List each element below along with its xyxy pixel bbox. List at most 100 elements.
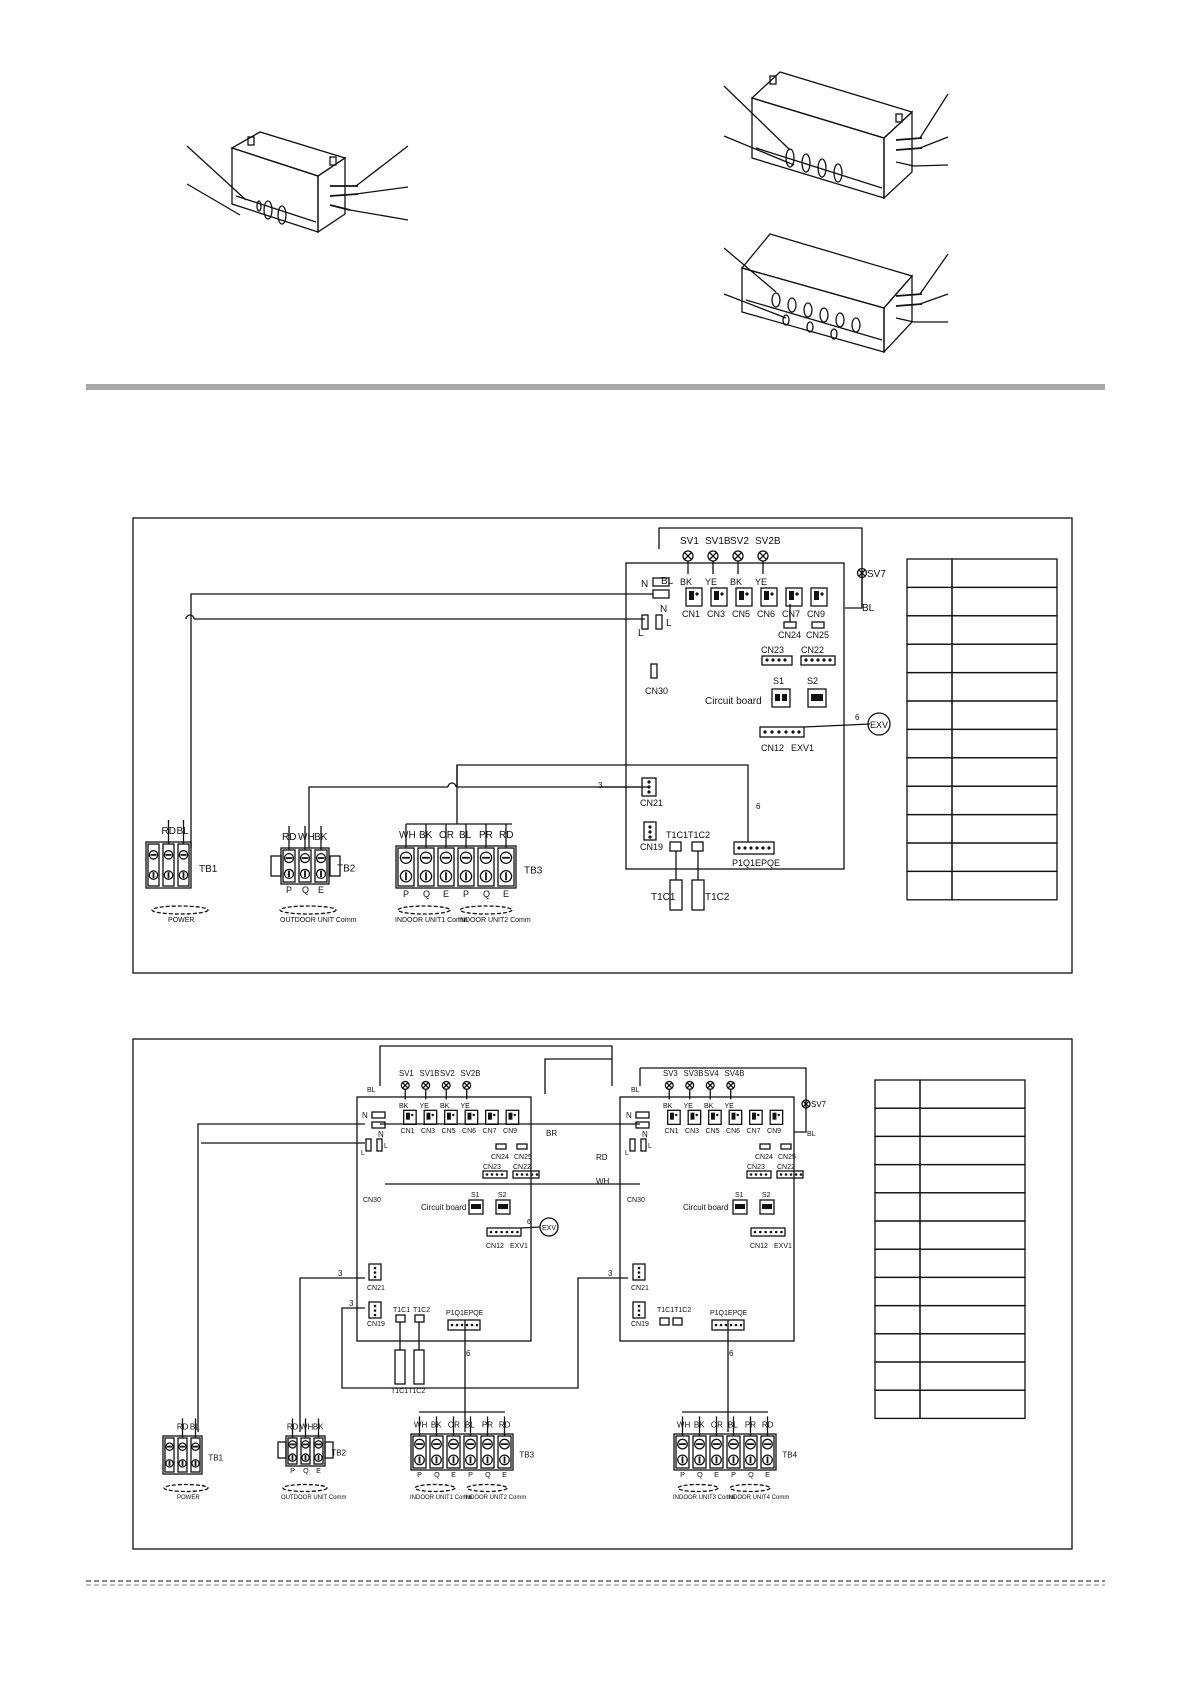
board-a-t1c2-sensor	[413, 1349, 425, 1385]
board-b-cn21	[632, 1263, 646, 1281]
s1-label: S1	[773, 676, 784, 686]
board-a-bl-label: BL	[367, 1087, 376, 1094]
board-b-l-terminal	[629, 1138, 636, 1152]
section-divider	[86, 384, 1105, 390]
board-b-cn23	[746, 1170, 772, 1179]
legend2-cell-a-10	[874, 1361, 921, 1391]
cn22-label: CN22	[801, 645, 824, 655]
wire-color-wh: WH	[414, 1421, 428, 1430]
legend1-cell-a-10	[906, 842, 953, 873]
board-a-cn24	[495, 1143, 507, 1150]
t1c1-connector	[669, 841, 682, 852]
diagram-frame-2	[132, 1038, 1073, 1550]
wire-color-rd: RD	[287, 1423, 299, 1432]
circuit-board-a-outline	[356, 1096, 532, 1342]
connector-cn3	[687, 1109, 702, 1126]
indoor1-cable-mark-2	[414, 1483, 456, 1493]
legend2-cell-b-10	[919, 1361, 1026, 1391]
tb4-caption-1: INDOOR UNIT3 Comm	[673, 1495, 735, 1501]
board-b-n-label-2: N	[642, 1130, 648, 1139]
connector-label-cn5: CN5	[732, 609, 750, 619]
legend2-cell-a-0	[874, 1079, 921, 1109]
valve-wire-sv2: BK	[730, 577, 742, 587]
terminal-block-tb3	[395, 845, 517, 889]
valve-label-sv2b: SV2B	[755, 536, 781, 547]
legend1-cell-a-11	[906, 870, 953, 901]
legend2-cell-a-4	[874, 1192, 921, 1222]
legend1-cell-b-8	[951, 785, 1058, 816]
board-a-t1c-sensor-label: T1C1T1C2	[391, 1388, 425, 1395]
cn25-label: CN25	[806, 630, 829, 640]
valve-label-sv3: SV3	[663, 1069, 678, 1078]
board-b-cn25-label: CN25	[778, 1154, 796, 1161]
board-a-l-terminal	[365, 1138, 372, 1152]
legend1-cell-a-9	[906, 813, 953, 844]
terminal-label-tb1: TB1	[199, 864, 218, 875]
tb3-caption-2-2: INDOOR UNIT2 Comm	[464, 1495, 526, 1501]
board-b-bl-label: BL	[631, 1087, 640, 1094]
board-b-s2	[759, 1199, 775, 1215]
n-terminal	[652, 577, 670, 587]
exv1-label: EXV1	[791, 743, 814, 753]
board-b-n-terminal	[635, 1111, 650, 1119]
cn22-connector	[800, 655, 836, 666]
board-a-l-label-2: L	[384, 1143, 388, 1150]
board-a-cn19-label: CN19	[367, 1321, 385, 1328]
board-b-t1c-label: T1C1T1C2	[657, 1307, 691, 1314]
board-b-cn21-label: CN21	[631, 1285, 649, 1292]
cn12-connector	[759, 726, 805, 738]
terminal-q: Q	[303, 1466, 309, 1475]
terminal-block-tb1	[145, 841, 192, 889]
wire-color-rd: RD	[499, 830, 513, 841]
terminal-p: P	[680, 1470, 685, 1479]
board-a-n-terminal	[371, 1111, 386, 1119]
p1q1epqe-connector	[733, 841, 775, 855]
cn30-connector	[650, 663, 658, 679]
connector-label-cn3: CN3	[421, 1128, 435, 1135]
board-a-s1	[468, 1199, 484, 1215]
valve-wire-sv1b: YE	[420, 1103, 430, 1110]
valve-label-sv1b: SV1B	[705, 536, 731, 547]
wire-color-bk: BK	[314, 832, 328, 843]
wire-color-bk: BK	[313, 1423, 324, 1432]
valve-label-sv1: SV1	[680, 536, 699, 547]
board-b-l-terminal-2	[640, 1138, 647, 1152]
connector-label-cn1: CN1	[401, 1128, 415, 1135]
valve-label-sv4: SV4	[704, 1069, 719, 1078]
connector-label-cn5: CN5	[706, 1128, 720, 1135]
t1c2-sensor	[691, 879, 705, 911]
circuit-board-b-outline	[619, 1096, 795, 1342]
indoor4-cable-mark	[729, 1483, 771, 1493]
cn24-connector	[783, 621, 797, 629]
legend2-cell-a-5	[874, 1220, 921, 1250]
cn23-label: CN23	[761, 645, 784, 655]
board-b-s1-label: S1	[735, 1192, 744, 1199]
legend1-cell-b-6	[951, 728, 1058, 759]
board-a-l-terminal-2	[376, 1138, 383, 1152]
connector-label-cn5: CN5	[442, 1128, 456, 1135]
valve-wire-sv4b: YE	[725, 1103, 735, 1110]
wire-color-rd: RD	[282, 832, 296, 843]
valve-wire-sv3: BK	[663, 1103, 673, 1110]
legend1-cell-b-5	[951, 700, 1058, 731]
legend2-cell-b-5	[919, 1220, 1026, 1250]
board-a-cn21-label: CN21	[367, 1285, 385, 1292]
connector-cn3	[710, 587, 728, 607]
board-a-s2-label: S2	[498, 1192, 507, 1199]
wire-color-wh: WH	[300, 1423, 314, 1432]
terminal-label-tb4: TB4	[782, 1450, 797, 1459]
legend-table-2	[874, 1079, 1026, 1420]
indoor3-cable-mark	[677, 1483, 719, 1493]
valve-label-sv1b: SV1B	[420, 1069, 440, 1078]
legend2-cell-a-8	[874, 1304, 921, 1335]
s2-label: S2	[807, 676, 818, 686]
sv7-valve	[856, 567, 868, 579]
board-a-cn23-label: CN23	[483, 1164, 501, 1171]
tb1-caption: POWER	[168, 917, 194, 924]
terminal-p: P	[463, 889, 469, 899]
board-b-cn30-label: CN30	[627, 1197, 645, 1204]
board-b-sv7-valve	[801, 1099, 811, 1109]
p1q1epqe-wire-count: 6	[756, 802, 761, 811]
legend1-cell-b-11	[951, 870, 1058, 901]
board-a-s1-label: S1	[471, 1192, 480, 1199]
